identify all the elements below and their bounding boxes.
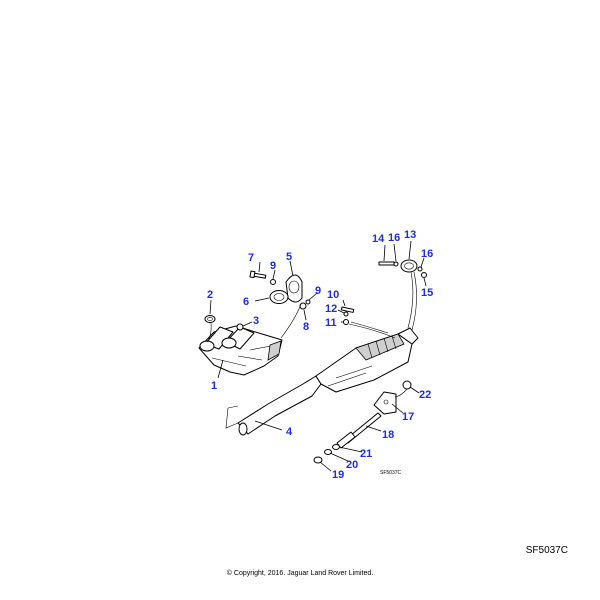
part-22-nut <box>402 380 412 390</box>
callout-19: 19 <box>332 469 344 481</box>
part-2-seal-ring <box>204 315 216 323</box>
callout-14: 14 <box>372 233 385 245</box>
part-9-washer <box>270 279 276 285</box>
callout-16-right: 16 <box>421 248 433 260</box>
callout-10: 10 <box>327 289 339 301</box>
part-1-downpipe-assembly <box>198 325 283 376</box>
part-20-washer <box>324 449 332 455</box>
callout-6: 6 <box>243 296 249 308</box>
callout-9-right: 9 <box>315 285 321 297</box>
part-21-washer <box>332 444 340 450</box>
part-18-mount-stud <box>336 412 382 449</box>
callout-2: 2 <box>207 289 213 301</box>
figure-reference-code: SF5037C <box>525 545 568 556</box>
leader-lines <box>206 240 427 472</box>
callout-1: 1 <box>211 380 217 392</box>
part-12-washer <box>343 311 349 317</box>
part-8-nut <box>299 302 307 310</box>
callout-16-left: 16 <box>388 232 400 244</box>
callouts: 1 2 3 4 5 6 7 8 9 9 10 11 12 13 14 15 16… <box>207 229 433 481</box>
callout-18: 18 <box>382 429 394 441</box>
callout-21: 21 <box>360 448 372 460</box>
callout-8: 8 <box>303 321 309 333</box>
part-4-intermediate-pipe <box>225 327 419 436</box>
part-10-bolt <box>340 306 355 313</box>
callout-3: 3 <box>253 315 259 327</box>
part-15-nut <box>421 272 427 278</box>
part-17-bracket <box>373 391 397 415</box>
callout-7: 7 <box>248 252 254 264</box>
part-11-nut <box>343 319 349 325</box>
callout-20: 20 <box>346 459 358 471</box>
part-5-large-clamp <box>285 274 303 303</box>
callout-22: 22 <box>419 389 431 401</box>
callout-5: 5 <box>286 251 292 263</box>
part-16-washer-right <box>417 266 423 272</box>
callout-17: 17 <box>402 411 414 423</box>
callout-11: 11 <box>325 317 337 329</box>
callout-12: 12 <box>325 303 337 315</box>
part-19-nut <box>313 456 323 464</box>
part-14-bolt <box>378 261 395 266</box>
copyright-notice: © Copyright, 2016. Jaguar Land Rover Lim… <box>226 570 374 577</box>
part-6-gasket <box>269 290 289 304</box>
callout-13: 13 <box>404 229 416 241</box>
part-9-washer-right <box>305 299 311 305</box>
callout-9-left: 9 <box>270 260 276 272</box>
callout-4: 4 <box>286 426 293 438</box>
inline-reference-code: SF5037C <box>380 470 402 476</box>
part-3-nut <box>236 323 244 331</box>
part-13-clamp <box>400 259 418 273</box>
callout-15: 15 <box>421 287 433 299</box>
part-16-washer-left <box>393 261 399 267</box>
part-7-bolt <box>249 270 267 279</box>
